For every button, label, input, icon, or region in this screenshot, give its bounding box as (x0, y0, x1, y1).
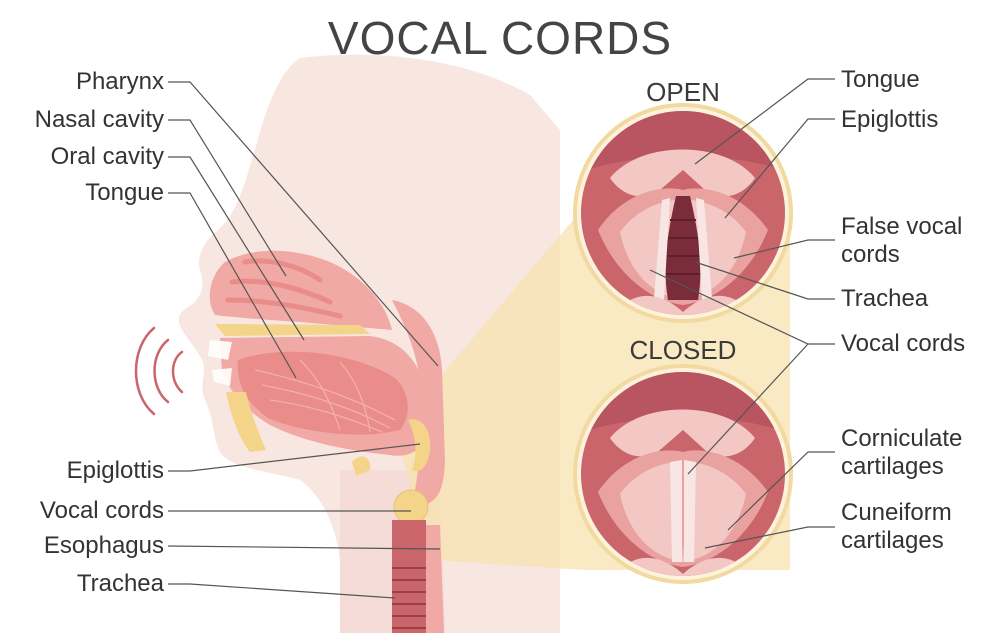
open-vocal-cords-view (573, 103, 793, 323)
closed-label: CLOSED (630, 335, 737, 365)
label-oral-cavity: Oral cavity (51, 143, 164, 170)
leader-trachea-right (694, 261, 835, 300)
label-trachea-left: Trachea (77, 570, 165, 597)
right-labels: Tongue Epiglottis False vocal cords Trac… (649, 66, 965, 554)
leader-epiglottis-right (724, 118, 835, 219)
left-labels: Pharynx Nasal cavity Oral cavity Tongue … (35, 68, 441, 599)
label-epiglottis-left: Epiglottis (67, 457, 164, 484)
label-cuneiform-1: Cuneiform (841, 499, 952, 526)
label-tongue-right: Tongue (841, 66, 920, 93)
larynx-highlight (393, 489, 429, 525)
label-nasal-cavity: Nasal cavity (35, 106, 164, 133)
diagram-title: VOCAL CORDS (328, 12, 672, 64)
label-pharynx: Pharynx (76, 68, 164, 95)
pharynx-shape (392, 300, 445, 505)
label-cuneiform-2: cartilages (841, 527, 944, 554)
label-esophagus: Esophagus (44, 532, 164, 559)
label-false-vocal-cords-2: cords (841, 241, 900, 268)
open-label: OPEN (646, 77, 720, 107)
leader-tongue-left (168, 192, 297, 379)
label-vocal-cords-right: Vocal cords (841, 330, 965, 357)
leader-false-vocal-cords (733, 239, 835, 259)
label-false-vocal-cords-1: False vocal (841, 213, 962, 240)
label-tongue-left: Tongue (85, 179, 164, 206)
leader-trachea-left (168, 583, 396, 599)
leader-corniculate (727, 451, 835, 531)
leader-tongue-right (694, 78, 835, 165)
trachea-shape (392, 520, 426, 633)
leader-cuneiform (704, 526, 835, 549)
label-corniculate-1: Corniculate (841, 425, 962, 452)
leader-nasal-cavity (168, 119, 287, 277)
label-corniculate-2: cartilages (841, 453, 944, 480)
label-epiglottis-right: Epiglottis (841, 106, 938, 133)
label-trachea-right: Trachea (841, 285, 929, 312)
leader-pharynx (168, 81, 439, 367)
leader-esophagus (167, 545, 441, 550)
sound-waves-icon (134, 326, 184, 416)
label-vocal-cords-left: Vocal cords (40, 497, 164, 524)
leader-epiglottis-left (168, 443, 421, 472)
leader-vocal-cords-right-closed (687, 343, 809, 475)
palate (215, 324, 370, 336)
leader-oral-cavity (168, 156, 305, 341)
tongue-shape (237, 351, 408, 435)
epiglottis-shape (408, 419, 431, 472)
